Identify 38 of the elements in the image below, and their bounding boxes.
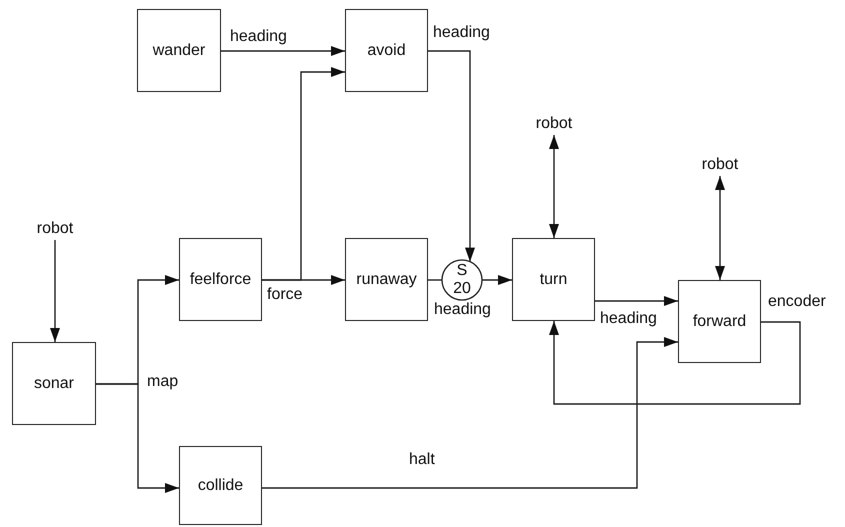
arrow [482, 275, 512, 285]
box-label: sonar [34, 374, 74, 392]
process-box [678, 280, 761, 363]
box-label: turn [540, 270, 568, 288]
connector-line [428, 279, 442, 281]
suppressor-value: 20 [452, 281, 472, 297]
edge-label: heading [432, 25, 491, 41]
box-label: collide [198, 476, 244, 494]
arrow [262, 275, 345, 285]
arrow [96, 383, 179, 493]
arrow [50, 240, 60, 342]
process-box [12, 342, 96, 425]
box-label: forward [692, 312, 746, 330]
process-box [179, 446, 262, 525]
terminal-label: robot [33, 221, 77, 237]
terminal-label: robot [532, 116, 576, 132]
arrow [715, 176, 725, 280]
suppressor-symbol: S [456, 263, 468, 279]
arrow [262, 337, 678, 489]
process-box [137, 9, 221, 92]
terminal-label: robot [698, 157, 742, 173]
box-label: feelforce [190, 270, 252, 288]
edge-label: heading [433, 302, 492, 318]
process-box [512, 238, 595, 321]
arrow [549, 321, 801, 405]
box-label: runaway [356, 270, 417, 288]
arrow [428, 50, 475, 262]
arrow [549, 135, 559, 238]
process-box [345, 238, 428, 321]
arrow [221, 46, 345, 56]
box-label: avoid [367, 42, 406, 60]
arrow [595, 296, 678, 306]
process-box [345, 9, 428, 92]
box-label: wander [152, 42, 206, 60]
edge-label: heading [229, 29, 288, 45]
edge-label: heading [599, 311, 658, 327]
edge-label: map [146, 374, 180, 390]
process-box [179, 238, 262, 321]
